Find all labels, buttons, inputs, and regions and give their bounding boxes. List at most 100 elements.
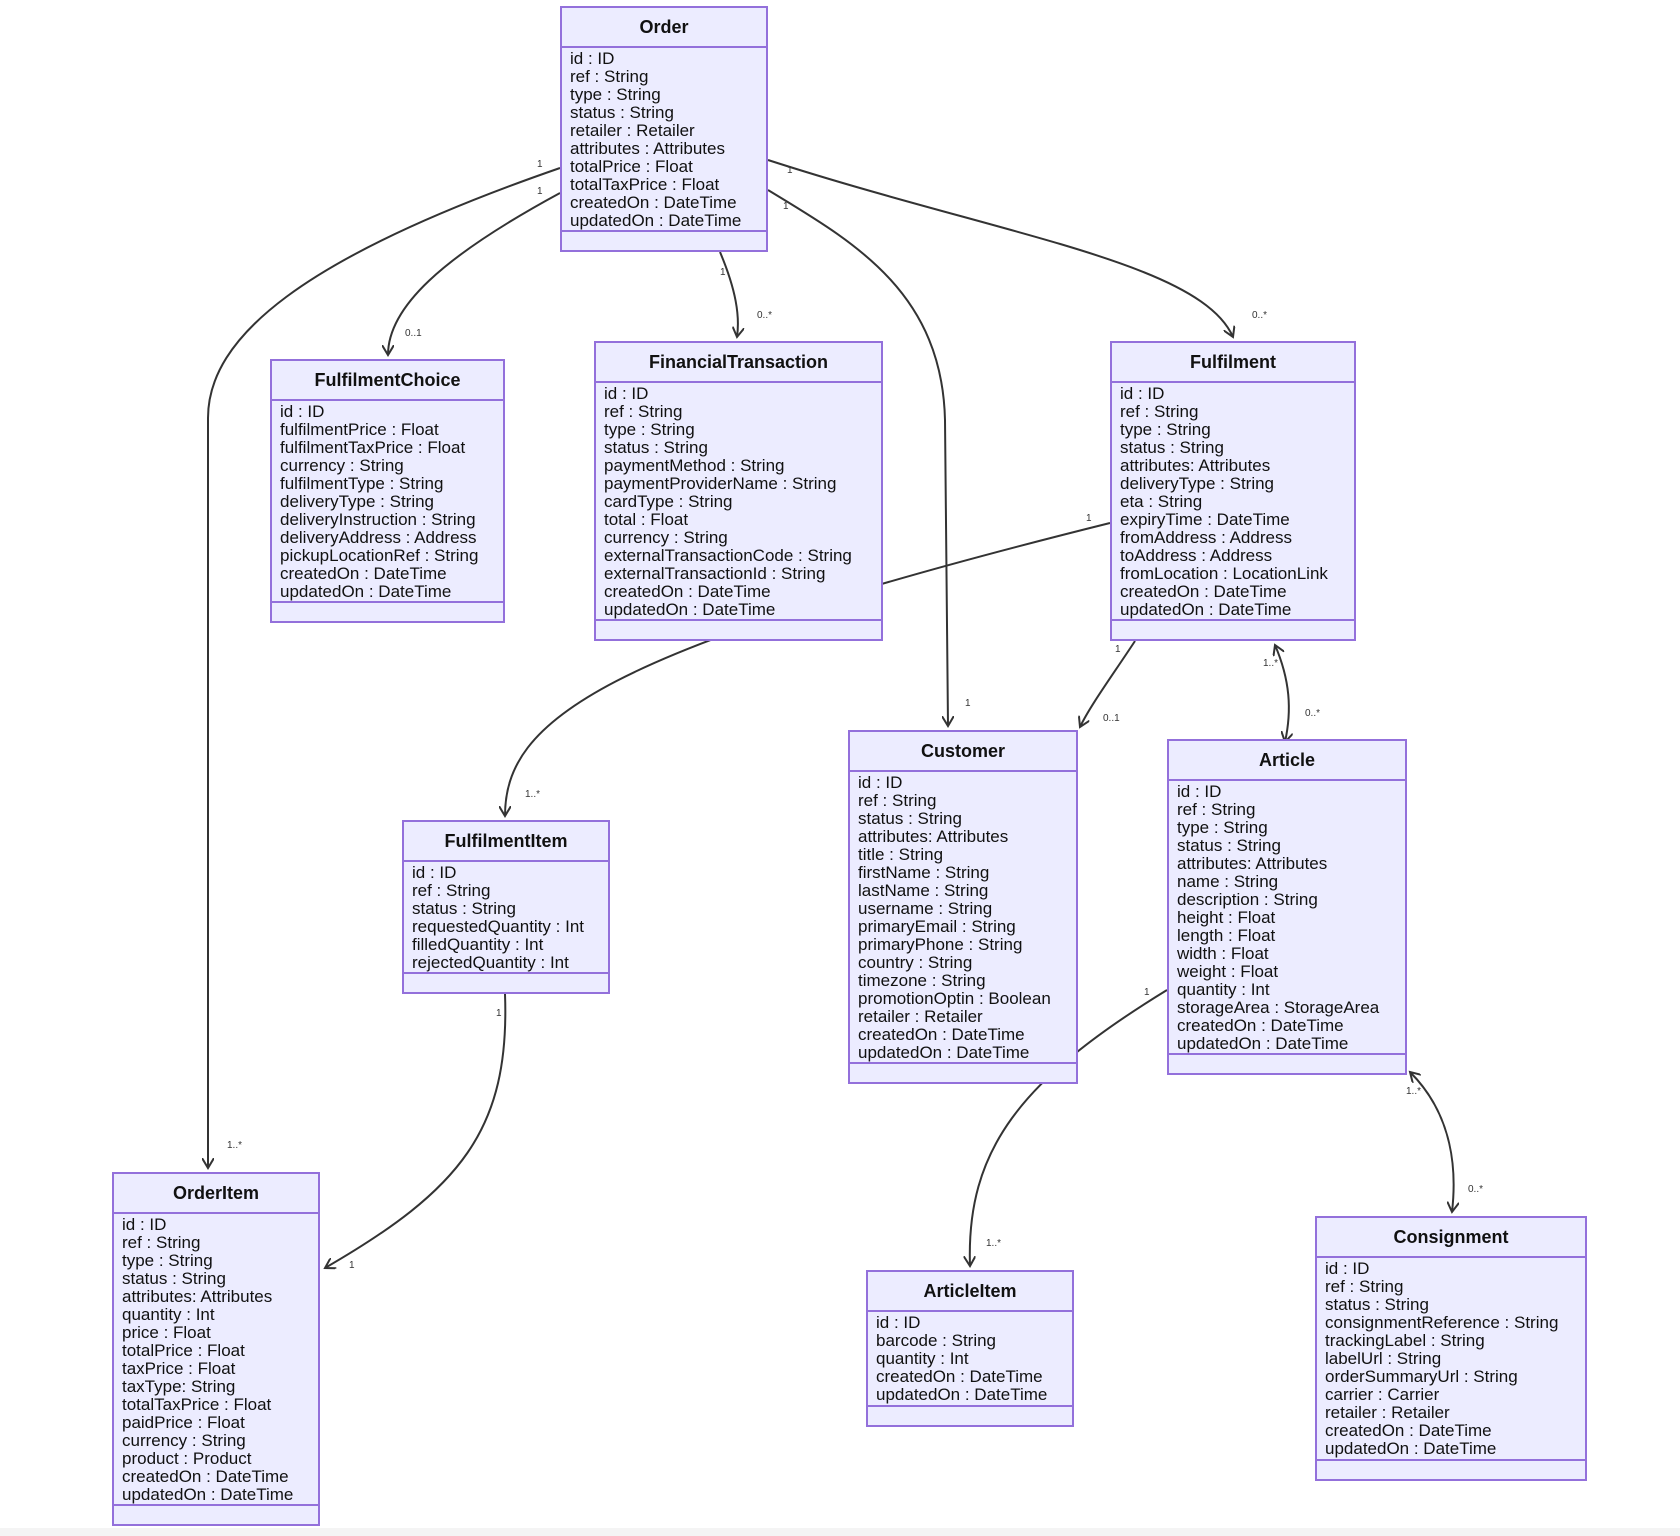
class-name: Fulfilment bbox=[1112, 343, 1354, 383]
class-name: ArticleItem bbox=[868, 1272, 1072, 1312]
class-attribute: firstName : String bbox=[858, 863, 990, 882]
class-attribute: createdOn : DateTime bbox=[876, 1367, 1043, 1386]
class-attribute: ref : String bbox=[570, 67, 649, 86]
class-attribute: title : String bbox=[858, 845, 944, 864]
class-name: Customer bbox=[850, 732, 1076, 772]
cardinality-label: 1..* bbox=[1263, 658, 1278, 669]
class-attribute: updatedOn : DateTime bbox=[1325, 1439, 1497, 1458]
class-attribute: ref : String bbox=[1177, 800, 1256, 819]
class-attribute: labelUrl : String bbox=[1325, 1349, 1442, 1368]
bottom-band bbox=[0, 1528, 1680, 1536]
relation-fulfilment-customer bbox=[1080, 640, 1136, 727]
class-attribute: eta : String bbox=[1120, 492, 1203, 511]
cardinality-label: 1..* bbox=[227, 1140, 242, 1151]
class-attribute: quantity : Int bbox=[876, 1349, 969, 1368]
class-attribute: price : Float bbox=[122, 1323, 211, 1342]
class-attribute: id : ID bbox=[1177, 782, 1222, 801]
class-attribute: id : ID bbox=[1120, 384, 1165, 403]
class-methods-compartment bbox=[1317, 1459, 1585, 1479]
cardinality-label: 0..* bbox=[757, 310, 772, 321]
class-attribute: trackingLabel : String bbox=[1325, 1331, 1485, 1350]
class-attribute: deliveryType : String bbox=[1120, 474, 1275, 493]
cardinality-label: 1..* bbox=[1406, 1086, 1421, 1097]
class-attribute: id : ID bbox=[280, 402, 325, 421]
class-attribute: ref : String bbox=[1325, 1277, 1404, 1296]
cardinality-label: 1 bbox=[349, 1260, 355, 1271]
class-attribute: attributes: Attributes bbox=[122, 1287, 273, 1306]
class-attribute: width : Float bbox=[1177, 944, 1269, 963]
class-attribute: description : String bbox=[1177, 890, 1318, 909]
class-attribute: attributes: Attributes bbox=[858, 827, 1009, 846]
class-attribute: status : String bbox=[570, 103, 674, 122]
class-attribute: totalPrice : Float bbox=[122, 1341, 245, 1360]
class-attribute: currency : String bbox=[280, 456, 404, 475]
class-attribute: currency : String bbox=[122, 1431, 246, 1450]
class-attribute: status : String bbox=[122, 1269, 226, 1288]
class-attribute: taxPrice : Float bbox=[122, 1359, 236, 1378]
class-attribute: fulfilmentPrice : Float bbox=[280, 420, 439, 439]
class-attribute: rejectedQuantity : Int bbox=[412, 953, 569, 972]
class-attribute: paymentMethod : String bbox=[604, 456, 785, 475]
class-attribute: createdOn : DateTime bbox=[858, 1025, 1025, 1044]
class-name: Order bbox=[562, 8, 766, 48]
cardinality-label: 1 bbox=[1115, 644, 1121, 655]
class-attribute: requestedQuantity : Int bbox=[412, 917, 584, 936]
class-attribute: createdOn : DateTime bbox=[122, 1467, 289, 1486]
class-attribute: createdOn : DateTime bbox=[570, 193, 737, 212]
class-attribute: status : String bbox=[604, 438, 708, 457]
class-attribute: toAddress : Address bbox=[1120, 546, 1273, 565]
class-attribute: type : String bbox=[1177, 818, 1268, 837]
cardinality-label: 1..* bbox=[986, 1238, 1001, 1249]
relation-fulfilment-fulfilmentitem bbox=[505, 522, 1111, 816]
class-attribute: type : String bbox=[604, 420, 695, 439]
class-attribute: quantity : Int bbox=[122, 1305, 215, 1324]
class-attribute: fulfilmentType : String bbox=[280, 474, 444, 493]
class-methods-compartment bbox=[114, 1504, 318, 1524]
class-attribute: fulfilmentTaxPrice : Float bbox=[280, 438, 466, 457]
class-methods-compartment bbox=[850, 1062, 1076, 1082]
class-attribute: deliveryInstruction : String bbox=[280, 510, 476, 529]
class-attribute: filledQuantity : Int bbox=[412, 935, 544, 954]
class-attribute: createdOn : DateTime bbox=[1177, 1016, 1344, 1035]
relation-fulfilmentitem-orderitem bbox=[325, 993, 507, 1268]
class-attribute: updatedOn : DateTime bbox=[858, 1043, 1030, 1062]
class-attribute: id : ID bbox=[1325, 1259, 1370, 1278]
class-attribute: status : String bbox=[1120, 438, 1224, 457]
relation-order-orderitem bbox=[208, 167, 561, 1168]
class-attribute: createdOn : DateTime bbox=[604, 582, 771, 601]
class-attribute: externalTransactionId : String bbox=[604, 564, 826, 583]
class-attribute: orderSummaryUrl : String bbox=[1325, 1367, 1518, 1386]
class-attribute: updatedOn : DateTime bbox=[876, 1385, 1048, 1404]
class-attribute: totalPrice : Float bbox=[570, 157, 693, 176]
class-name: Consignment bbox=[1317, 1218, 1585, 1258]
class-attribute: updatedOn : DateTime bbox=[604, 600, 776, 619]
cardinality-label: 1 bbox=[1144, 987, 1150, 998]
class-attribute: id : ID bbox=[858, 773, 903, 792]
class-attribute: paymentProviderName : String bbox=[604, 474, 837, 493]
class-attribute: height : Float bbox=[1177, 908, 1276, 927]
class-attribute: ref : String bbox=[858, 791, 937, 810]
class-attribute: updatedOn : DateTime bbox=[1177, 1034, 1349, 1053]
class-attribute: currency : String bbox=[604, 528, 728, 547]
class-attribute: ref : String bbox=[412, 881, 491, 900]
class-attribute: ref : String bbox=[604, 402, 683, 421]
class-attribute: deliveryAddress : Address bbox=[280, 528, 477, 547]
class-attribute: updatedOn : DateTime bbox=[280, 582, 452, 601]
class-attribute: attributes: Attributes bbox=[1120, 456, 1271, 475]
relation-order-financialtransaction bbox=[719, 251, 738, 337]
class-attribute: carrier : Carrier bbox=[1325, 1385, 1440, 1404]
class-attribute: updatedOn : DateTime bbox=[122, 1485, 294, 1504]
class-attribute: id : ID bbox=[876, 1313, 921, 1332]
